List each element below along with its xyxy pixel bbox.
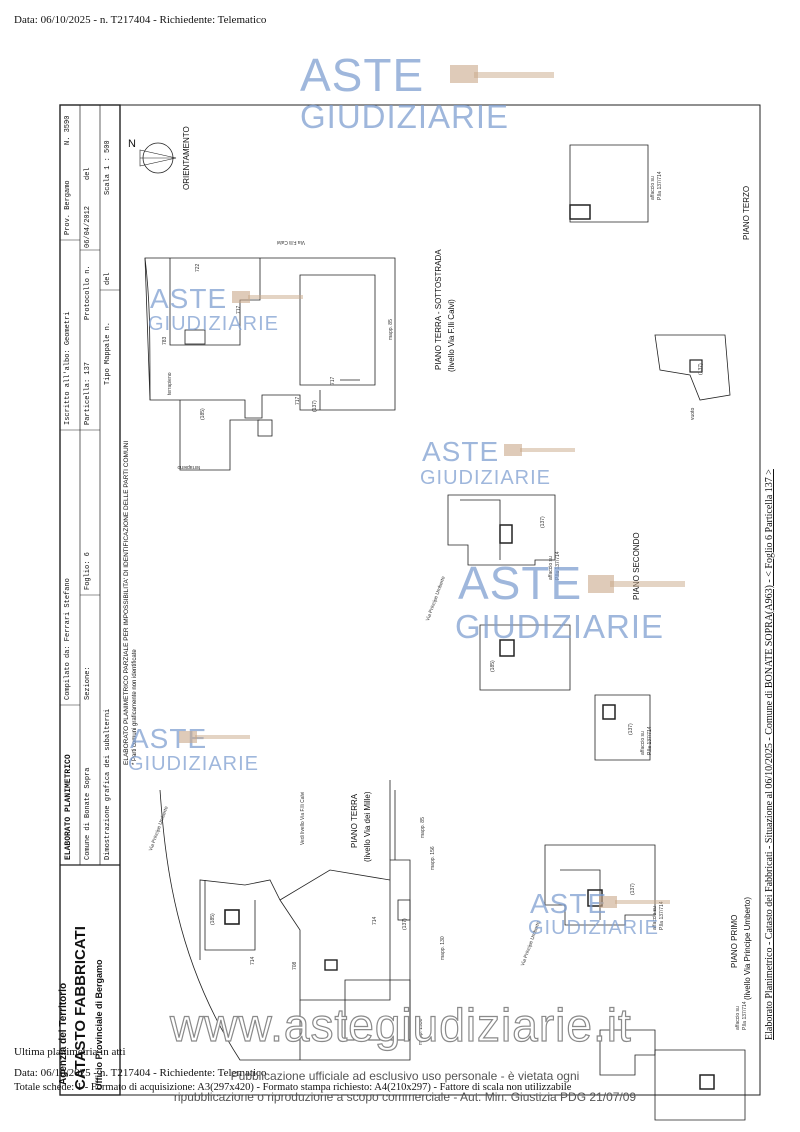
page-header: Data: 06/10/2025 - n. T217404 - Richiede… (14, 14, 267, 26)
side-caption: Elaborato Planimetrico - Catasto dei Fab… (764, 469, 775, 1040)
label-sub-714-b: 714 (250, 956, 256, 965)
watermark-giudiziarie-5: GIUDIZIARIE (128, 753, 260, 775)
plan-piano-terzo (569, 144, 731, 401)
watermark-giudiziarie-6: GIUDIZIARIE (528, 917, 660, 939)
plan-piano-secondo (447, 494, 651, 761)
label-plla-5: P.lla 137/714 (742, 1001, 748, 1030)
watermark-giudiziarie-2: GIUDIZIARIE (148, 313, 280, 335)
publication-notice-1: Pubblicazione ufficiale ad esclusivo uso… (230, 1069, 580, 1083)
label-sub-137-b: (137) (540, 516, 546, 528)
particella: Particella: 137 (84, 361, 92, 425)
label-sub-717: 717 (295, 396, 301, 405)
scala: Scala 1 : 500 (104, 140, 112, 195)
floor-level-umberto: (livello Via Principe Umberto) (743, 897, 752, 1000)
elaborato-title: ELABORATO PLANIMETRICO (64, 754, 73, 860)
floor-label-piano-terra: PIANO TERRA (350, 793, 359, 848)
gavel-icon-3 (504, 444, 575, 456)
label-plla-3: P.lla 137/714 (657, 171, 663, 200)
watermark-aste: ASTE (300, 49, 425, 101)
label-sub-783: 783 (162, 336, 168, 345)
label-plla-4: P.lla 137/714 (647, 726, 653, 755)
watermark-site: www.astegiudiziarie.it (169, 998, 632, 1051)
watermark-aste-2: ASTE (150, 283, 228, 314)
north-arrow (139, 142, 177, 174)
iscritto: Iscritto all'albo: Geometri (64, 311, 72, 425)
label-terrapieno: terrapieno (167, 372, 173, 395)
gavel-icon-6 (599, 896, 670, 908)
watermark-giudiziarie-4: GIUDIZIARIE (455, 608, 665, 645)
label-mapp-156: mapp. 156 (430, 846, 436, 870)
label-vedi-livello: Vedi livello Via F.lli Calvi (300, 791, 306, 845)
provincia: Prov. Bergamo (64, 180, 72, 235)
floor-label-piano-terzo: PIANO TERZO (742, 185, 751, 240)
label-sub-185-c: (185) (490, 660, 496, 672)
label-sub-708: 708 (292, 961, 298, 970)
label-sub-137-e: (137) (698, 363, 704, 375)
numero-pratica: N. 3590 (64, 115, 72, 145)
label-affaccio-5: affaccio su (735, 1006, 741, 1030)
plan-piano-terra (159, 780, 411, 1061)
label-sub-137-d: (137) (628, 723, 634, 735)
label-sub-185: (185) (210, 913, 216, 925)
catasto-fabbricati: CATASTO FABBRICATI (72, 926, 89, 1090)
compilato: Compilato da: Ferrari Stefano (64, 578, 72, 700)
watermark-aste-6: ASTE (530, 888, 608, 919)
footer-ultima: Ultima planimetria in atti (14, 1046, 126, 1058)
sezione: Sezione: (84, 666, 92, 700)
gavel-icon (450, 65, 554, 83)
tipo-mappale: Tipo Mappale n. (104, 321, 112, 385)
protocollo-del: del (84, 167, 92, 180)
watermark-aste-3: ASTE (422, 436, 500, 467)
publication-notice-2: ripubblicazione o riproduzione a scopo c… (173, 1090, 637, 1104)
tipo-mappale-del: del (104, 272, 112, 285)
label-affaccio-4: affaccio su (640, 731, 646, 755)
gavel-icon-5 (179, 731, 250, 743)
orientamento-label: ORIENTAMENTO (182, 126, 191, 190)
footer-data: Data: 06/10/2025 - n. T217404 - Richiede… (14, 1067, 267, 1079)
note-elaborato-parziale: ELABORATO PLANIMETRICO PARZIALE PER IMPO… (123, 440, 130, 765)
floor-label-piano-terra-sottostrada: PIANO TERRA - SOTTOSTRADA (434, 249, 443, 370)
label-sub-722: 722 (195, 263, 201, 272)
watermark-aste-4: ASTE (458, 557, 583, 609)
label-sub-714: 714 (372, 916, 378, 925)
dimostrazione: Dimostrazione grafica dei subalterni (104, 708, 112, 860)
north-label: N (128, 138, 136, 150)
floor-level-mille: (livello Via dei Mille) (363, 791, 372, 862)
footer-totale: Totale schede: 1 - Formato di acquisizio… (14, 1082, 572, 1093)
label-sub-717-b: 717 (330, 376, 336, 385)
label-mapp-85: mapp. 85 (388, 319, 394, 340)
watermark-giudiziarie: GIUDIZIARIE (300, 98, 510, 135)
label-affaccio-3: affaccio su (650, 176, 656, 200)
title-block (59, 104, 121, 1096)
gavel-icon-2 (232, 291, 303, 303)
label-terrapieno-2: terrapieno (177, 464, 200, 470)
protocollo: Protocollo n. (84, 265, 92, 320)
label-mapp-130: mapp. 130 (440, 936, 446, 960)
foglio: Foglio: 6 (84, 552, 92, 590)
plan-piano-terra-sottostrada (144, 257, 396, 471)
protocollo-date: 06/04/2012 (84, 205, 92, 248)
floor-label-piano-primo: PIANO PRIMO (730, 914, 739, 968)
label-via-fcalvi: Via F.lli Calvi (276, 239, 305, 245)
label-sub-185-b: (185) (200, 408, 206, 420)
label-sub-137: (137) (402, 918, 408, 930)
label-vuoto: vuoto (690, 407, 696, 420)
comune: Comune di Bonate Sopra (84, 767, 92, 860)
floor-level-calvi: (livello Via F.lli Calvi) (447, 299, 456, 372)
label-sub-137-f: (137) (312, 400, 318, 412)
watermark-giudiziarie-3: GIUDIZIARIE (420, 467, 552, 489)
label-mapp-85-b: mapp. 85 (420, 817, 426, 838)
gavel-icon-4 (588, 575, 685, 593)
